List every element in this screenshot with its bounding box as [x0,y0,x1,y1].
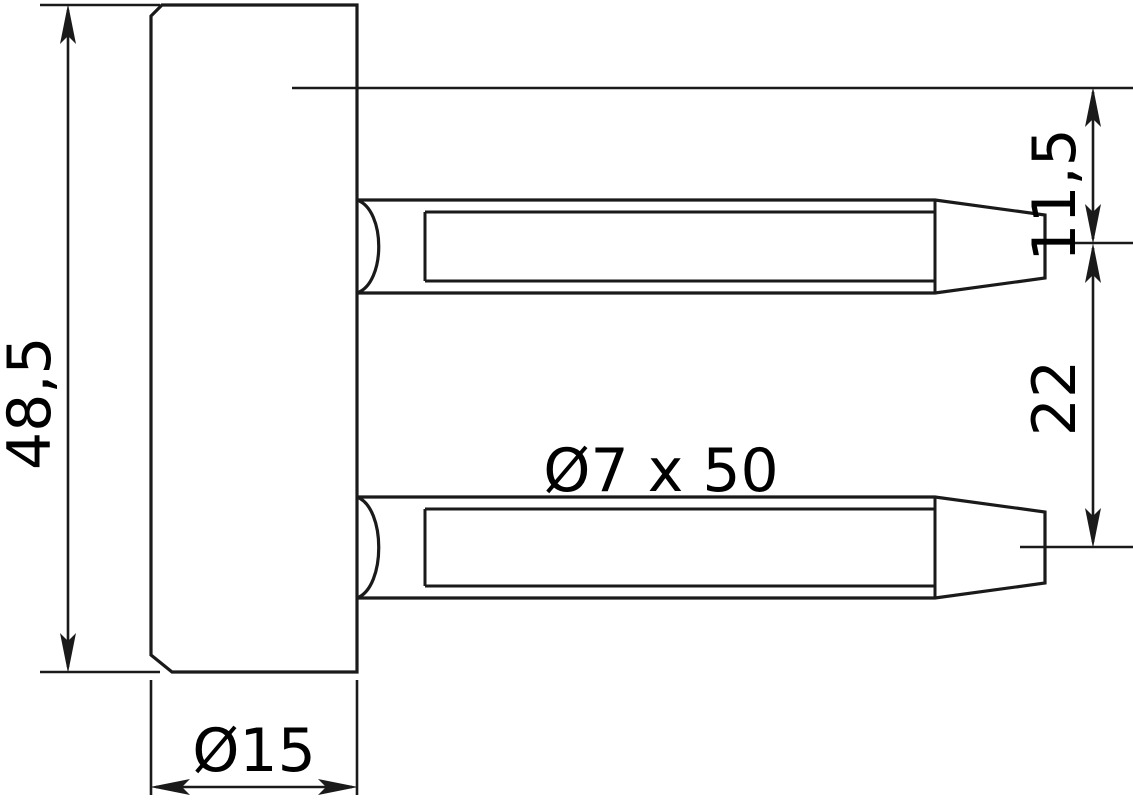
pin-spacing-arrow-down [1085,508,1101,548]
overall-height-dimension-label: 48,5 [0,336,65,470]
upper-pin-body [356,198,1047,295]
plate-diameter-arrow-right [318,779,358,795]
upper-offset-dimension-label: 11,5 [1020,128,1090,262]
overall-height-arrow-up [60,4,76,44]
plate-diameter-arrow-left [150,779,190,795]
upper-offset-arrow-up [1085,87,1101,127]
pin-diameter-length-note-label: Ø7 x 50 [543,436,778,506]
pin-spacing-arrow-up [1085,243,1101,283]
mounting-plate-body [149,3,359,674]
upper-offset-arrow-down [1085,204,1101,244]
pin-spacing-dimension-label: 22 [1020,360,1090,436]
plate-diameter-dimension-label: Ø15 [192,716,316,786]
overall-height-arrow-down [60,633,76,673]
lower-pin-body [356,495,1047,600]
